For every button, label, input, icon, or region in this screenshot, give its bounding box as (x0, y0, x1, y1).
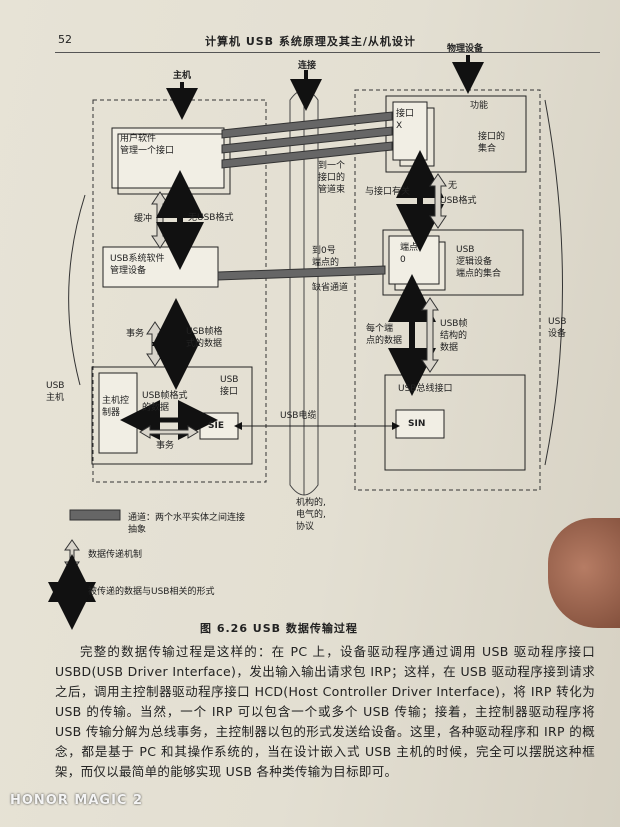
legend-pipe-label: 通道：两个水平实体之间连接 抽象 (128, 513, 246, 535)
finger-overlay (548, 518, 620, 628)
interface-x-label: 接口 X (396, 109, 415, 131)
camera-watermark: HONOR MAGIC 2 (10, 793, 144, 808)
hollow-arrow-transaction (146, 321, 164, 367)
connection-label: 连接 (298, 61, 317, 71)
client-software-label: 用户软件 管理一个接口 (120, 134, 175, 156)
buffer-label: 缓冲 (134, 214, 153, 224)
usb-cable-label: USB电缆 (280, 411, 317, 421)
running-header: 计算机 USB 系统原理及其主/从机设计 (205, 35, 416, 48)
transaction-2-label: 事务 (156, 441, 175, 451)
usb-interface-label: USB 接口 (220, 375, 239, 397)
hollow-arrow-buffer (151, 191, 169, 249)
device-region-border (354, 89, 541, 491)
usb-device-brace (544, 99, 563, 466)
usb-bus-interface-label: USB总线接口 (398, 384, 453, 394)
paragraph-text: 完整的数据传输过程是这样的：在 PC 上，设备驱动程序通过调用 USB 驱动程序… (55, 644, 595, 779)
interface-related-label: 与接口有关 (365, 187, 411, 197)
to-endpoint0-label: 到0号 端点的 (312, 246, 340, 268)
legend-data-mechanism-label: 数据传递机制 (88, 550, 143, 560)
endpoint0-label: 端点 0 (400, 243, 419, 265)
legend-hollow-arrow (64, 539, 80, 573)
function-label: 功能 (470, 101, 489, 111)
hollow-arrow-frame-structure (421, 297, 439, 373)
logical-device-label: USB 逻辑设备 端点的集合 (456, 245, 502, 279)
host-label: 主机 (173, 71, 192, 81)
default-pipe-label: 缺省通道 (312, 283, 349, 293)
pipe-bundle-3 (221, 141, 393, 169)
sin-label: SIN (408, 419, 426, 429)
usb-host-brace (68, 194, 86, 386)
usb-host-label: USB 主机 (46, 381, 65, 403)
frame-structure-data-label: USB帧 结构的 数据 (440, 319, 468, 353)
logical-device-box (382, 229, 524, 296)
pipe-bundle-2 (221, 126, 393, 154)
hollow-arrow-interface-related (429, 173, 447, 229)
figure-caption: 图 6.26 USB 数据传输过程 (200, 622, 358, 635)
sie-label: SIE (208, 421, 224, 431)
pipe-bundle-label: 到一个 接口的 管道束 (318, 161, 346, 195)
frame-format-data-2-label: USB帧格式 的数据 (142, 391, 188, 413)
interface-set-label: 接口的 集合 (478, 132, 506, 154)
hollow-arrow-hc-sie (139, 425, 199, 439)
body-paragraph: 完整的数据传输过程是这样的：在 PC 上，设备驱动程序通过调用 USB 驱动程序… (55, 642, 595, 782)
default-pipe (217, 265, 386, 281)
legend-pipe-swatch (69, 509, 121, 521)
physical-device-label: 物理设备 (447, 44, 484, 54)
per-endpoint-data-label: 每个端 点的数据 (366, 324, 403, 346)
legend-data-form-label: 被传递的数据与USB相关的形式 (88, 587, 215, 597)
none-label: 无 (448, 181, 458, 191)
transaction-label: 事务 (126, 329, 145, 339)
host-controller-label: 主机控 制器 (102, 396, 130, 418)
usb-device-label: USB 设备 (548, 317, 567, 339)
frame-format-data-label: USB帧格 式的数据 (186, 327, 223, 349)
mech-elec-protocol-label: 机构的, 电气的, 协议 (296, 498, 326, 532)
usb-system-software-label: USB系统软件 管理设备 (110, 254, 165, 276)
sin-box (395, 409, 445, 439)
header-rule (55, 52, 600, 53)
pipe-bundle-1 (221, 111, 393, 139)
usb-format-label: USB格式 (440, 196, 477, 206)
no-usb-format-label: 无USB格式 (188, 213, 234, 223)
page-number: 52 (58, 33, 72, 46)
